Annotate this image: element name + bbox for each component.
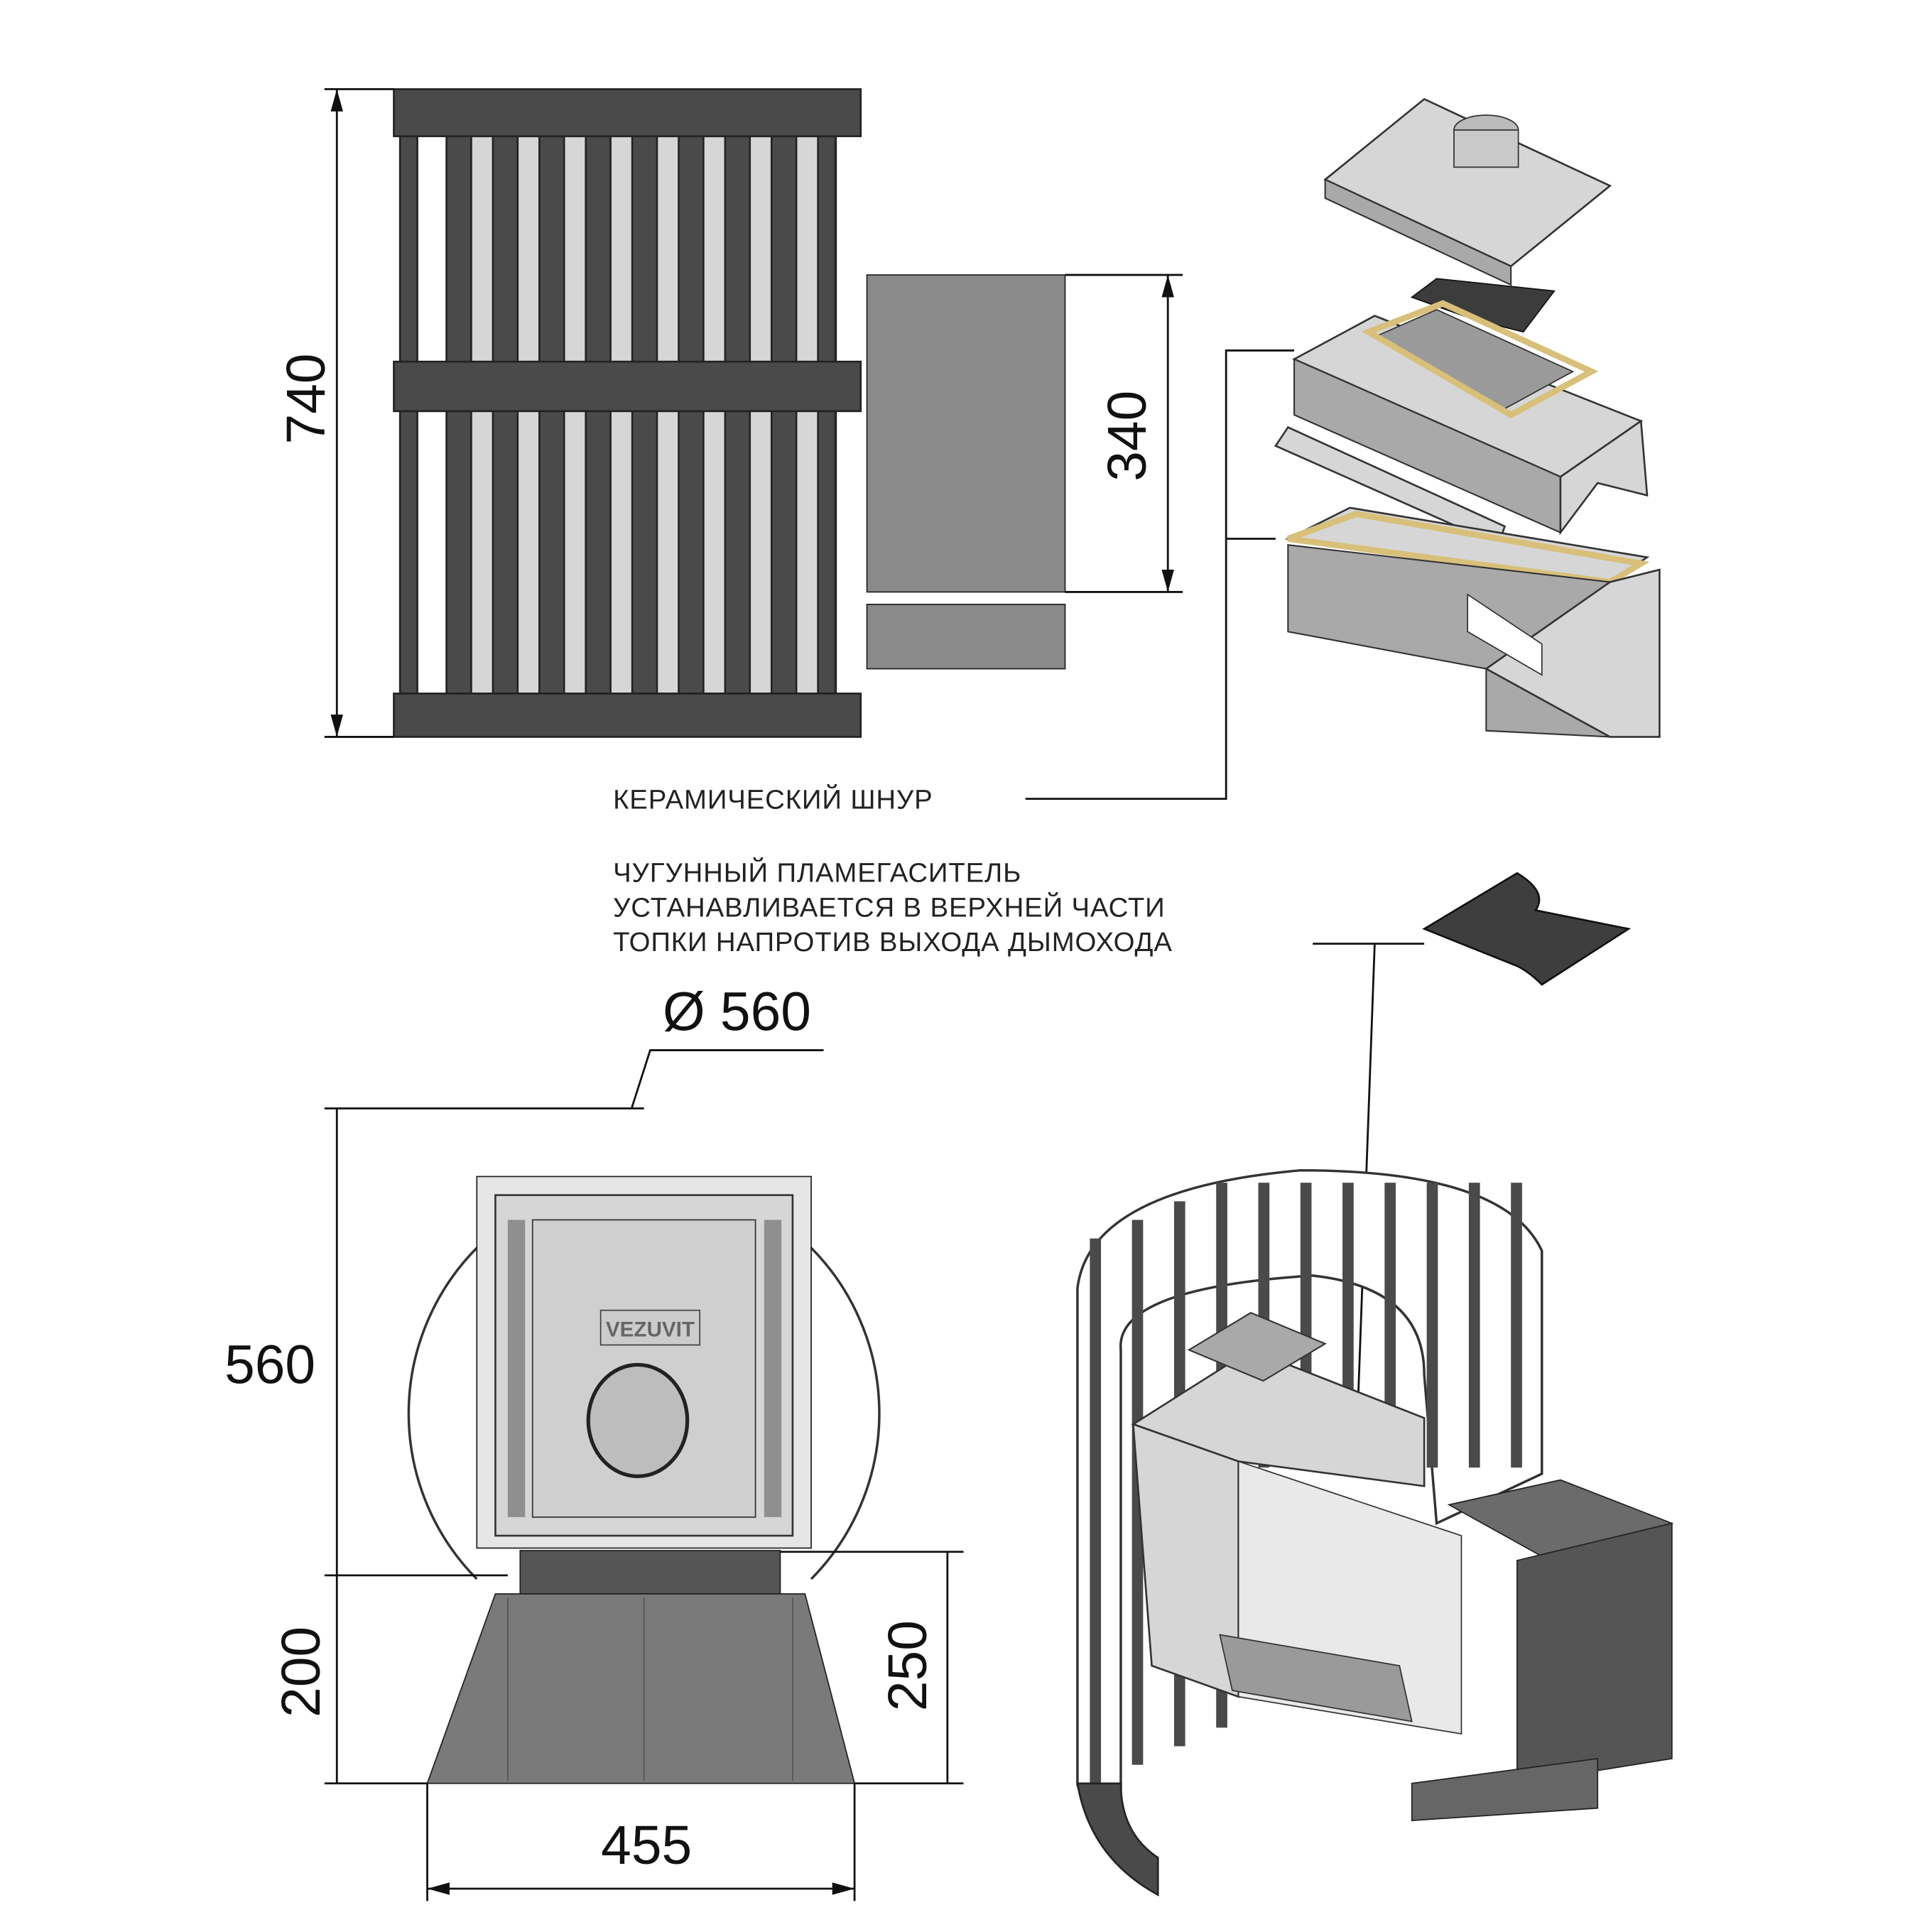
isometric-view	[1076, 1168, 1674, 1896]
base-stand	[426, 1593, 856, 1784]
dimension-label-200: 200	[271, 1627, 332, 1717]
ceramic-cord-lower	[1286, 511, 1650, 586]
cage-bar	[1384, 1183, 1396, 1468]
dimension-340: 340	[1065, 273, 1183, 593]
side-view: 740 340	[276, 88, 1183, 738]
cage-bottom-band	[393, 693, 862, 738]
dimension-455: 455	[426, 1783, 856, 1901]
dimension-label-340: 340	[1097, 391, 1158, 482]
cage-bar	[1090, 1238, 1102, 1784]
flame-arrester-callout: ЧУГУННЫЙ ПЛАМЕГАСИТЕЛЬ УСТАНАВЛИВАЕТСЯ В…	[613, 856, 1632, 1455]
iso-grate	[1219, 1634, 1413, 1722]
dimension-diameter: Ø 560	[630, 982, 824, 1109]
cage-bar	[724, 135, 751, 695]
cage-bar	[770, 135, 798, 695]
cage-bar	[445, 135, 472, 695]
ceramic-cord-leader	[1025, 349, 1295, 801]
dimension-label-diameter: Ø 560	[663, 982, 811, 1043]
cage-back	[1076, 1168, 1543, 1836]
vezuvit-logo: VEZUVIT	[606, 1318, 695, 1341]
cage-top-band	[393, 88, 862, 138]
dimension-740: 740	[276, 88, 394, 738]
exploded-view: КЕРАМИЧЕСКИЙ ШНУР	[613, 97, 1661, 815]
dimension-200: 200	[271, 1575, 428, 1785]
front-view: VEZUVIT Ø 560 560 200 250	[224, 982, 964, 1901]
flame-arrester-label-line1: ЧУГУННЫЙ ПЛАМЕГАСИТЕЛЬ	[613, 856, 1021, 888]
dimension-label-455: 455	[601, 1816, 692, 1876]
ceramic-cord-label: КЕРАМИЧЕСКИЙ ШНУР	[613, 783, 933, 815]
door-viewing-glass	[586, 1362, 690, 1478]
cage-bar	[817, 135, 837, 695]
cage-bar	[678, 135, 705, 695]
flame-arrester-icon	[1422, 872, 1632, 986]
chimney-box-lower	[866, 604, 1066, 670]
cage-bar	[538, 135, 565, 695]
cage-bar	[492, 135, 519, 695]
dimension-250: 250	[780, 1551, 964, 1785]
cage-bar	[1511, 1183, 1522, 1468]
cage-bar	[398, 135, 418, 695]
dimension-label-740: 740	[276, 353, 337, 444]
cage-bar	[585, 135, 612, 695]
dimension-label-250: 250	[878, 1620, 938, 1711]
chimney-box	[866, 274, 1066, 593]
flame-arrester-label-line3: ТОПКИ НАПРОТИВ ВЫХОДА ДЫМОХОДА	[613, 927, 1173, 957]
cage-middle-band	[393, 360, 862, 413]
dimension-560: 560	[224, 1107, 644, 1577]
cage-bar	[631, 135, 658, 695]
iso-chimney-box	[1516, 1522, 1673, 1784]
cage-bar	[1426, 1183, 1438, 1468]
cage-bar	[1468, 1183, 1480, 1468]
dimension-label-560: 560	[224, 1335, 315, 1396]
ceramic-cord-upper	[1361, 300, 1599, 419]
flame-arrester-label-line2: УСТАНАВЛИВАЕТСЯ В ВЕРХНЕЙ ЧАСТИ	[613, 891, 1166, 923]
